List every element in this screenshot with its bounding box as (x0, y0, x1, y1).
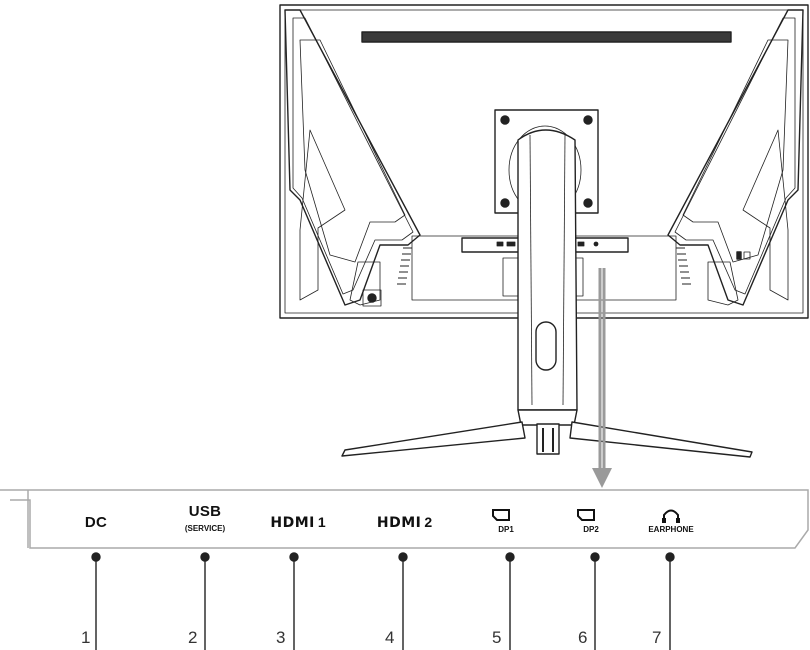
right-vent (676, 247, 691, 285)
dp2-icon (577, 509, 595, 521)
kensington-lock-icon (736, 251, 751, 260)
port-label-usb: USB (SERVICE) (184, 503, 226, 533)
port-label-dp1: DP1 (498, 525, 514, 534)
left-vent (397, 247, 412, 285)
cable-hole (535, 321, 557, 371)
port-label-dp2: DP2 (583, 525, 599, 534)
callout-number-4: 4 (385, 628, 395, 647)
callout-lines (91, 552, 675, 650)
callout-number-2: 2 (188, 628, 198, 647)
top-vent (361, 31, 732, 43)
port-label-dc: DC (84, 514, 108, 531)
monitor-stand (341, 129, 753, 458)
zoom-arrow (592, 268, 612, 488)
callout-number-6: 6 (578, 628, 588, 647)
port-strip (0, 489, 809, 549)
callout-number-3: 3 (276, 628, 286, 647)
earphone-icon (662, 509, 680, 523)
callout-number-1: 1 (81, 628, 91, 647)
port-label-earphone: EARPHONE (648, 525, 694, 534)
callout-number-7: 7 (652, 628, 662, 647)
callout-number-5: 5 (492, 628, 502, 647)
dp1-icon (492, 509, 510, 521)
